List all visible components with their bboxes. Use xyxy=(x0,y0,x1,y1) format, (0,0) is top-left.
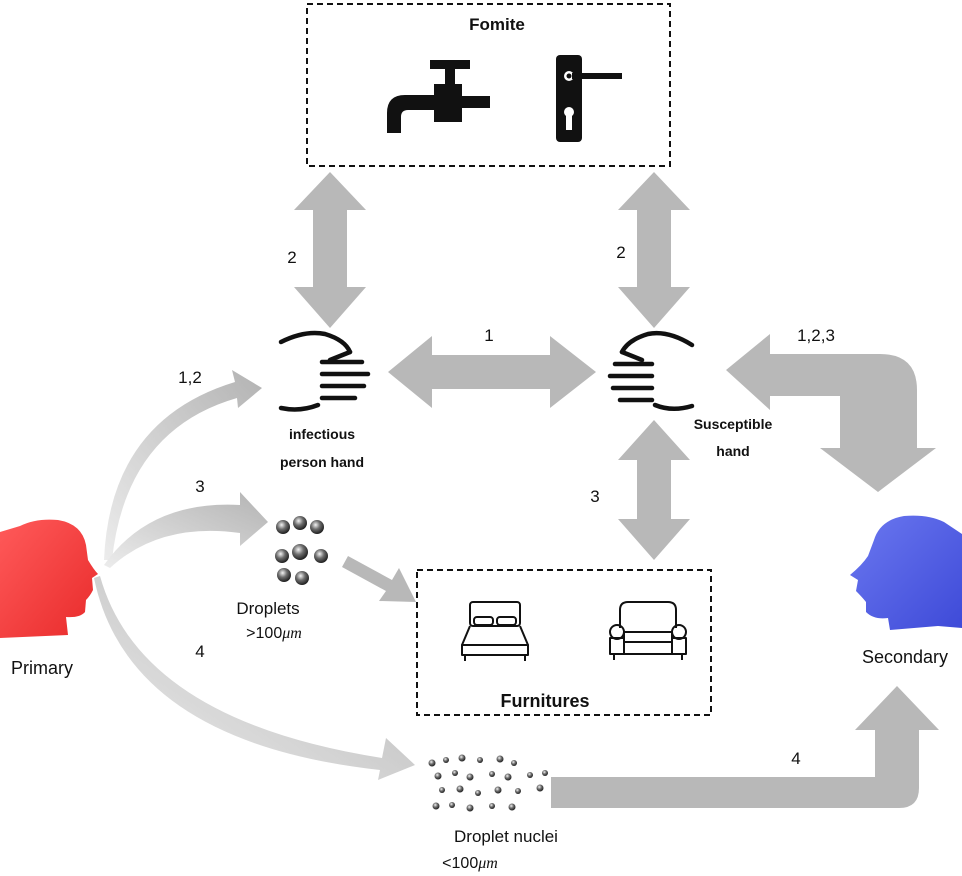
droplet-nuclei-label: Droplet nuclei xyxy=(454,827,558,846)
arrow-primary-nuclei xyxy=(94,576,415,780)
route-label-fomite-infectious: 2 xyxy=(287,248,296,267)
arrow-nuclei-secondary xyxy=(551,686,939,808)
furnitures-box: Furnitures xyxy=(416,569,712,716)
route-label-nuclei-secondary: 4 xyxy=(791,749,800,768)
route-labels: 2 2 1 1,2,3 1,2 3 3 4 4 xyxy=(178,243,835,768)
infectious-hand-label-line1: infectious xyxy=(289,426,355,442)
sofa-icon xyxy=(609,601,687,660)
route-label-primary-droplets: 3 xyxy=(195,477,204,496)
droplet-nuclei-size: <100μm xyxy=(442,855,498,872)
route-label-hand-to-hand: 1 xyxy=(484,326,493,345)
arrow-susceptible-secondary xyxy=(726,334,936,492)
faucet-icon xyxy=(387,60,490,133)
primary-label: Primary xyxy=(11,658,73,678)
route-label-susceptible-secondary: 1,2,3 xyxy=(797,326,835,345)
susceptible-hand-icon xyxy=(607,330,695,411)
arrow-fomite-susceptible xyxy=(618,172,690,328)
arrow-droplets-furnitures xyxy=(342,556,416,602)
route-label-primary-nuclei: 4 xyxy=(195,642,204,661)
secondary-person-icon xyxy=(850,515,962,630)
furnitures-title: Furnitures xyxy=(500,691,589,711)
bed-icon xyxy=(461,601,529,661)
secondary-label: Secondary xyxy=(862,647,948,667)
droplets-icon xyxy=(275,516,328,585)
susceptible-hand-label-line2: hand xyxy=(716,443,749,459)
arrows xyxy=(294,172,939,808)
droplet-nuclei-icon xyxy=(428,754,548,812)
arrow-fomite-infectious xyxy=(294,172,366,328)
route-label-primary-hand: 1,2 xyxy=(178,368,202,387)
infectious-hand-label: infectious person hand xyxy=(280,426,364,470)
arrow-primary-droplets xyxy=(104,492,268,568)
arrow-hand-to-hand xyxy=(388,336,596,408)
route-label-susceptible-furnitures: 3 xyxy=(590,487,599,506)
fomite-title: Fomite xyxy=(469,15,525,34)
arrow-primary-hand xyxy=(104,370,262,560)
primary-person-icon xyxy=(0,519,98,638)
infectious-hand-label-line2: person hand xyxy=(280,454,364,470)
arrow-susceptible-furnitures xyxy=(618,420,690,560)
infectious-hand-icon xyxy=(278,330,371,412)
fomite-box: Fomite xyxy=(306,3,671,167)
door-handle-icon xyxy=(556,55,622,142)
route-label-fomite-susceptible: 2 xyxy=(616,243,625,262)
susceptible-hand-label: Susceptible hand xyxy=(694,416,773,459)
droplets-size: >100μm xyxy=(246,625,302,642)
droplets-label: Droplets xyxy=(236,599,299,618)
curved-arrows xyxy=(94,370,415,780)
susceptible-hand-label-line1: Susceptible xyxy=(694,416,773,432)
